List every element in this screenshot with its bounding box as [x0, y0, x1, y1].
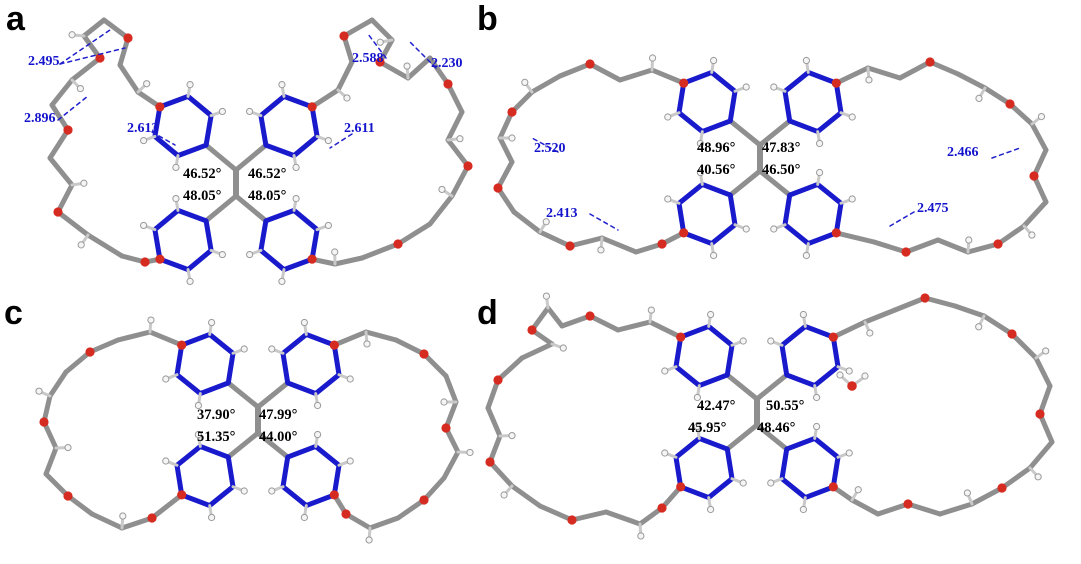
distance-label: 2.520 [534, 141, 566, 156]
angle-label: 48.05° [248, 188, 287, 204]
angle-label: 48.46° [757, 420, 796, 436]
distance-label: 2.495 [28, 54, 60, 69]
angle-label: 48.05° [183, 188, 222, 204]
panel-b-letter: b [477, 0, 498, 38]
panel-d-letter: d [477, 294, 498, 332]
angle-label: 42.47° [697, 398, 736, 414]
panel-c-letter: c [4, 294, 23, 332]
angle-label: 44.00° [259, 429, 298, 445]
angle-label: 51.35° [197, 429, 236, 445]
distance-label: 2.611 [344, 121, 375, 136]
distance-label: 2.613 [127, 121, 159, 136]
distance-label: 2.588 [352, 51, 384, 66]
distance-label: 2.896 [24, 111, 56, 126]
angle-label: 45.95° [688, 420, 727, 436]
angle-label: 46.50° [762, 162, 801, 178]
angle-label: 40.56° [697, 162, 736, 178]
angle-label: 37.90° [197, 407, 236, 423]
distance-label: 2.230 [431, 56, 463, 71]
angle-label: 46.52° [248, 166, 287, 182]
angle-label: 48.96° [697, 140, 736, 156]
angle-label: 47.99° [259, 407, 298, 423]
angle-label: 46.52° [183, 166, 222, 182]
panel-a-letter: a [6, 0, 25, 38]
distance-label: 2.475 [917, 201, 949, 216]
angle-label: 47.83° [762, 140, 801, 156]
angle-label: 50.55° [766, 398, 805, 414]
distance-label: 2.466 [947, 145, 979, 160]
distance-label: 2.413 [546, 206, 578, 221]
